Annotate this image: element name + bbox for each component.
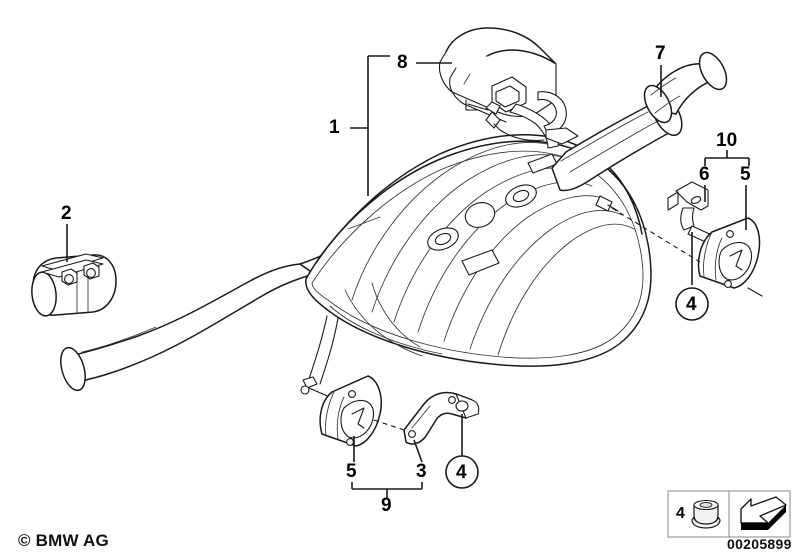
- callout-4-upper: 4: [686, 294, 697, 315]
- exhaust-pipe-clamp: [31, 253, 117, 317]
- callout-10: 10: [716, 130, 738, 151]
- callout-5-upper: 5: [740, 164, 751, 185]
- arrow-callout-icon: [740, 496, 787, 530]
- callout-1: 1: [329, 117, 340, 138]
- callout-8: 8: [397, 52, 408, 73]
- rear-silencer-muffler: [305, 133, 652, 367]
- callout-4-lower: 4: [456, 462, 467, 483]
- copyright-notice: © BMW AG: [18, 531, 109, 550]
- legend-item-number: 4: [676, 505, 685, 522]
- legend-box: [667, 490, 791, 538]
- upper-mount-assembly: [611, 181, 763, 297]
- tailpipe-trim-sleeve: [643, 51, 728, 124]
- flange-nut-icon: [691, 499, 721, 529]
- drawing-number: 00205899: [727, 536, 792, 552]
- lower-mount-assembly: [300, 315, 480, 447]
- exhaust-hanger-bracket: [438, 27, 579, 149]
- callout-7: 7: [655, 43, 666, 64]
- callout-leaders: [66, 55, 750, 498]
- exhaust-inlet-pipe: [60, 245, 353, 392]
- callout-9: 9: [381, 495, 392, 516]
- callout-circles: [445, 287, 709, 489]
- callout-3: 3: [416, 461, 427, 482]
- callout-6: 6: [699, 164, 710, 185]
- callout-2: 2: [61, 203, 72, 224]
- callout-5-lower: 5: [346, 461, 357, 482]
